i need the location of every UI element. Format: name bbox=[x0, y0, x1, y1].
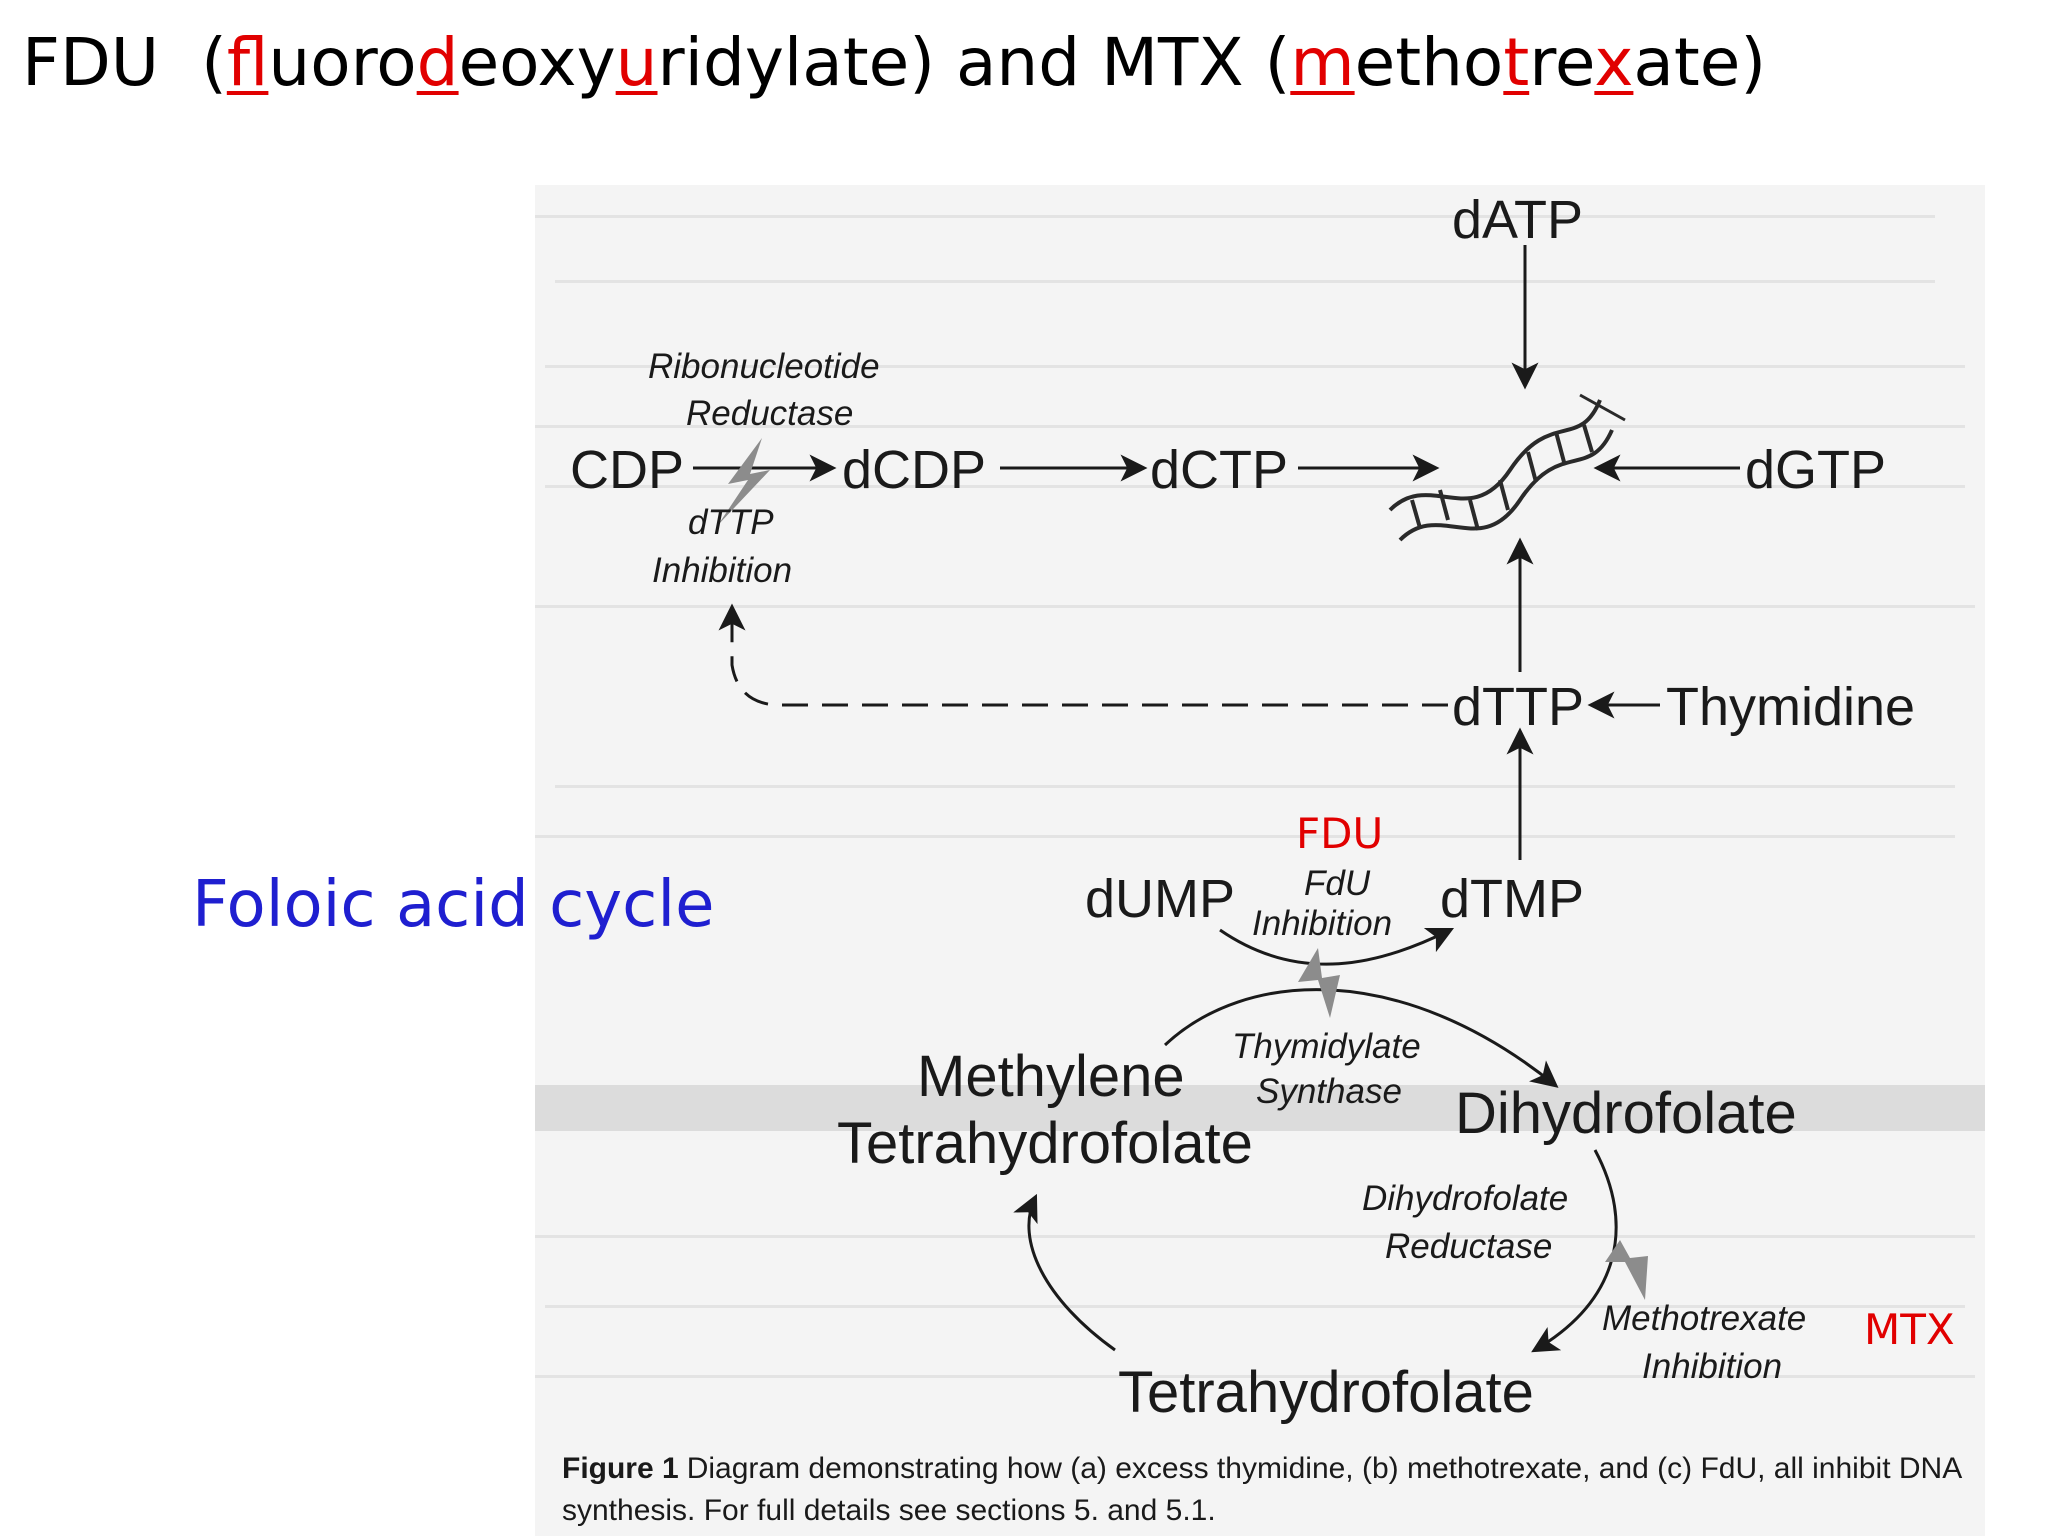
title-fdu-text-segment: ( bbox=[201, 24, 227, 101]
dhfr-inhibition-bolt-icon bbox=[1605, 1240, 1648, 1300]
node-dihydrofolate: Dihydrofolate bbox=[1455, 1081, 1797, 1146]
title-and: and bbox=[955, 24, 1081, 101]
ts-inhibition-bolt-icon bbox=[1298, 948, 1340, 1018]
title-fdu-highlight-letter: u bbox=[615, 24, 658, 101]
node-methylene-line1: Methylene bbox=[917, 1044, 1185, 1109]
node-methylene-line2: Tetrahydrofolate bbox=[837, 1111, 1253, 1176]
title-mtx-highlight-letter: x bbox=[1594, 24, 1634, 101]
node-tetrahydrofolate: Tetrahydrofolate bbox=[1118, 1360, 1534, 1425]
title-fdu-highlight-letter: f bbox=[226, 24, 269, 101]
mtx-inhibition-line2: Inhibition bbox=[1642, 1347, 1782, 1386]
scanned-figure-background bbox=[535, 185, 1985, 1536]
dttp-feedback-dashed-arrow bbox=[718, 603, 1448, 707]
node-dctp: dCTP bbox=[1150, 440, 1288, 500]
title-mtx-text-segment: ( bbox=[1264, 24, 1291, 101]
caption-label: Figure 1 bbox=[562, 1452, 679, 1485]
fdu-inhibition-line2: Inhibition bbox=[1252, 904, 1392, 943]
mtx-red-label: MTX bbox=[1864, 1305, 1955, 1354]
title-fdu-text-segment: ridylate) bbox=[657, 24, 935, 101]
node-dgtp: dGTP bbox=[1745, 440, 1886, 500]
enzyme-rnr-line2: Reductase bbox=[686, 394, 853, 433]
title-mtx-expansion: (methotrexate) bbox=[1265, 24, 1767, 101]
fdu-red-label: FDU bbox=[1296, 809, 1383, 858]
fdu-inhibition-line1: FdU bbox=[1304, 864, 1371, 903]
dttp-inhibition-line1: dTTP bbox=[688, 503, 774, 542]
dna-helix-icon bbox=[1388, 393, 1626, 542]
title-fdu-text-segment: eoxy bbox=[458, 24, 616, 101]
node-dump: dUMP bbox=[1085, 869, 1235, 929]
title-fdu-highlight-letter: d bbox=[416, 24, 459, 101]
node-dttp: dTTP bbox=[1452, 677, 1584, 737]
title-mtx-text-segment: etho bbox=[1354, 24, 1504, 101]
caption-text: Diagram demonstrating how (a) excess thy… bbox=[562, 1452, 1961, 1527]
node-dcdp: dCDP bbox=[842, 440, 986, 500]
title-fdu-text-segment: luoro bbox=[268, 24, 417, 101]
dttp-inhibition-line2: Inhibition bbox=[652, 551, 792, 590]
node-cdp: CDP bbox=[570, 440, 684, 500]
node-thymidine: Thymidine bbox=[1666, 677, 1915, 737]
title-mtx-highlight-letter: t bbox=[1503, 24, 1530, 101]
mtx-inhibition-line1: Methotrexate bbox=[1602, 1299, 1806, 1338]
title-abbr-mtx: MTX bbox=[1101, 24, 1244, 101]
arrow-thf-to-methylene-thf bbox=[1013, 1193, 1116, 1352]
enzyme-ts-line2: Synthase bbox=[1256, 1072, 1402, 1111]
title-mtx-text-segment: ate) bbox=[1633, 24, 1767, 101]
title-mtx-text-segment: re bbox=[1529, 24, 1595, 101]
enzyme-dhfr-line2: Reductase bbox=[1385, 1227, 1552, 1266]
enzyme-dhfr-line1: Dihydrofolate bbox=[1362, 1179, 1568, 1218]
slide-title: FDU (fluorodeoxyuridylate) and MTX (meth… bbox=[22, 18, 1766, 108]
title-mtx-highlight-letter: m bbox=[1290, 24, 1355, 101]
folic-acid-cycle-label: Foloic acid cycle bbox=[192, 868, 715, 942]
node-datp: dATP bbox=[1452, 190, 1583, 250]
node-dtmp: dTMP bbox=[1440, 869, 1584, 929]
enzyme-rnr-line1: Ribonucleotide bbox=[648, 347, 880, 386]
title-fdu-expansion: (fluorodeoxyuridylate) bbox=[201, 24, 935, 101]
enzyme-ts-line1: Thymidylate bbox=[1232, 1027, 1421, 1066]
arrow-dump-to-dtmp bbox=[1219, 927, 1455, 966]
title-abbr-fdu: FDU bbox=[22, 24, 160, 101]
